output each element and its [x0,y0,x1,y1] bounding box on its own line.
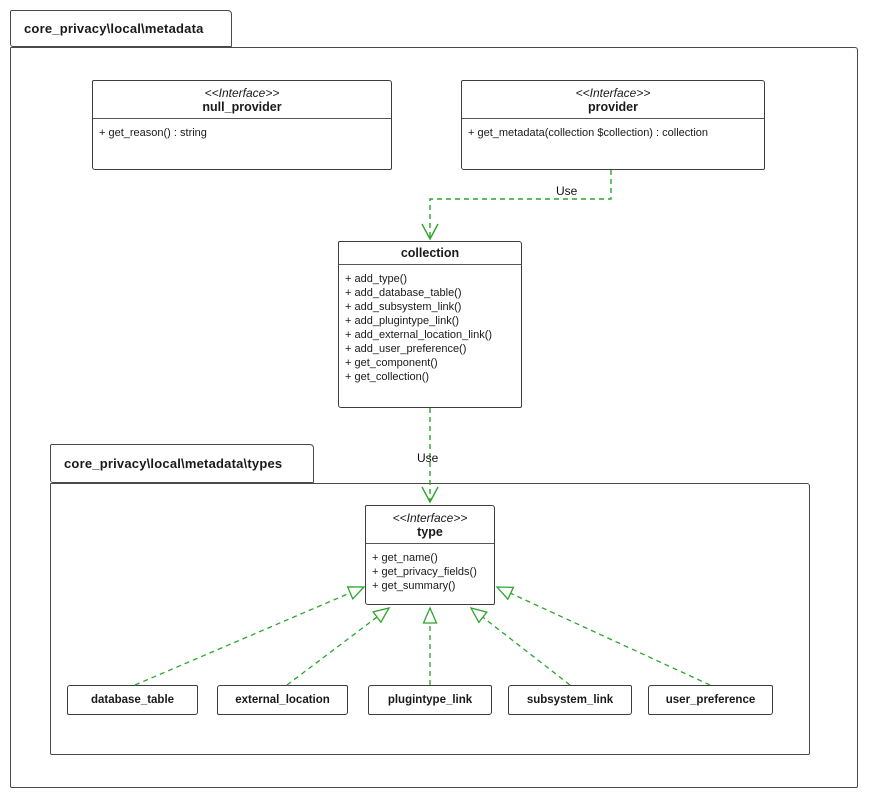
method-item: + get_collection() [345,371,430,383]
method-item: + add_plugintype_link() [345,315,460,327]
method-item: + get_privacy_fields() [372,566,477,578]
package-label-metadata: core_privacy\local\metadata [24,21,204,36]
class-external-location: external_location [217,685,348,715]
class-name: external_location [235,694,330,706]
method-item: + add_user_preference() [345,343,467,355]
stereotype-label: <<Interface>> [204,86,280,100]
method-item: + add_subsystem_link() [345,301,462,313]
class-type-methods: + get_name() + get_privacy_fields() + ge… [366,544,494,593]
use-label-provider-collection: Use [556,184,578,198]
stereotype-label: <<Interface>> [575,86,651,100]
class-null-provider: <<Interface>> null_provider + get_reason… [92,80,392,170]
package-body-metadata [10,47,858,788]
class-name: user_preference [665,694,756,706]
class-provider-methods: + get_metadata(collection $collection) :… [462,119,764,140]
method-item: + get_metadata(collection $collection) :… [468,127,708,139]
class-database-table: database_table [67,685,198,715]
class-subsystem-link: subsystem_link [508,685,632,715]
class-name: plugintype_link [387,694,473,706]
class-name: subsystem_link [526,694,614,706]
class-plugintype-link: plugintype_link [368,685,492,715]
class-null-provider-methods: + get_reason() : string [93,119,391,140]
class-user-preference: user_preference [648,685,773,715]
method-item: + add_type() [345,273,408,285]
class-provider: <<Interface>> provider + get_metadata(co… [461,80,765,170]
class-name: database_table [90,694,175,706]
method-item: + get_reason() : string [99,127,207,139]
method-item: + get_component() [345,357,438,369]
method-item: + get_summary() [372,580,456,592]
package-tab-types: core_privacy\local\metadata\types [50,444,314,483]
stereotype-label: <<Interface>> [392,511,468,525]
class-type: <<Interface>> type + get_name() + get_pr… [365,505,495,605]
class-name: null_provider [202,100,282,114]
class-provider-header: <<Interface>> provider [462,81,764,119]
class-name: type [417,525,443,539]
class-type-header: <<Interface>> type [366,506,494,544]
class-collection: collection + add_type() + add_database_t… [338,241,522,408]
use-label-collection-type: Use [417,451,439,465]
class-collection-header: collection [339,242,521,265]
package-tab-metadata: core_privacy\local\metadata [10,10,232,47]
method-item: + add_external_location_link() [345,329,493,341]
class-null-provider-header: <<Interface>> null_provider [93,81,391,119]
package-label-types: core_privacy\local\metadata\types [64,456,283,471]
method-item: + add_database_table() [345,287,462,299]
class-collection-methods: + add_type() + add_database_table() + ad… [339,265,521,384]
method-item: + get_name() [372,552,438,564]
class-name: collection [400,246,460,260]
class-name: provider [587,100,638,114]
